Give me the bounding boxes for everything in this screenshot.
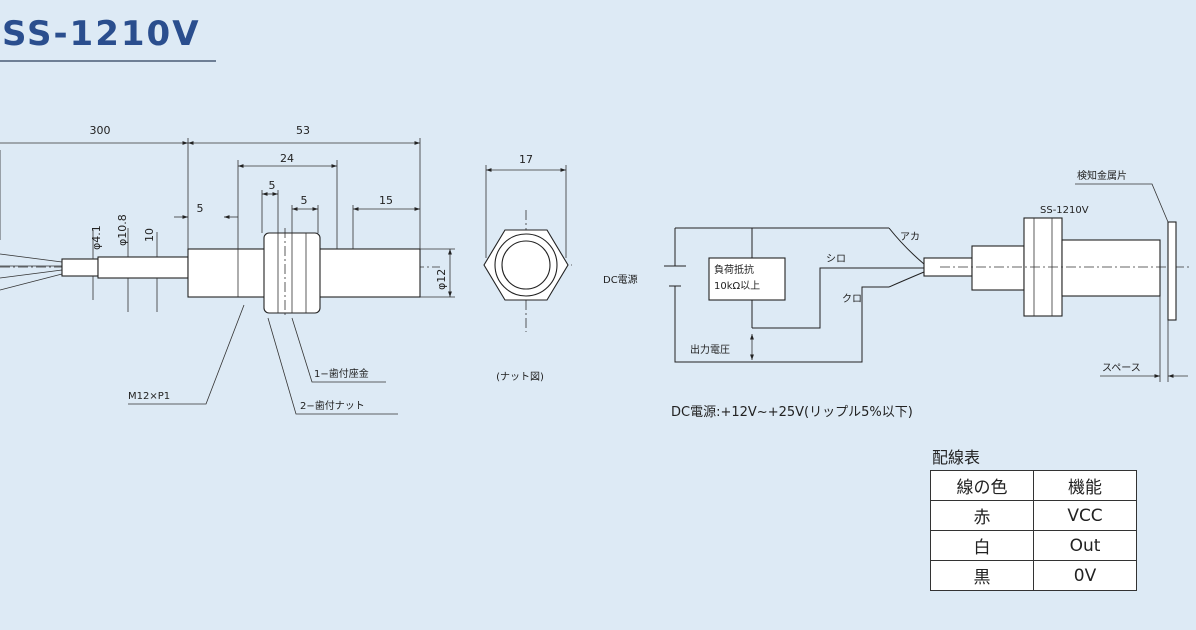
sensor-rear-body	[971, 245, 1025, 291]
leader-washer	[291, 317, 386, 383]
nut-caption: (ナット図)	[496, 371, 544, 383]
table-header-row: 線の色 機能	[930, 470, 1137, 501]
leader-metal-piece	[1075, 183, 1169, 223]
load-label-1: 負荷抵抗	[714, 263, 754, 276]
dim-neck-height: 10	[143, 228, 156, 242]
dim-cable-dia: φ4.1	[90, 225, 103, 250]
leader-thread	[128, 304, 245, 405]
cell-color: 赤	[930, 500, 1034, 531]
dim-nut-thickness-b: 5	[301, 194, 308, 207]
leader-nut	[267, 317, 398, 415]
wire-white-label: シロ	[826, 254, 846, 265]
cable	[61, 258, 99, 277]
cell-function: 0V	[1033, 560, 1137, 591]
dim-nut-thickness-a: 5	[269, 179, 276, 192]
space-label: スペース	[1102, 363, 1141, 374]
title-underline	[0, 60, 216, 62]
wire-black-label: クロ	[842, 293, 862, 305]
sensor-side-view: 300 53 24 5 5 5 15 φ4.1 φ10.8 10 φ12	[0, 124, 455, 415]
space-extension-lines	[1159, 296, 1169, 382]
header-wire-color: 線の色	[930, 470, 1034, 501]
cell-color: 黒	[930, 560, 1034, 591]
wiring-table-title: 配線表	[932, 448, 981, 467]
table-row: 黒 0V	[930, 560, 1137, 591]
sensor-head	[1061, 239, 1161, 297]
metal-piece	[1167, 221, 1177, 321]
nut-inner-circle	[501, 240, 551, 290]
cell-function: VCC	[1033, 500, 1137, 531]
label-washer: 1−歯付座金	[314, 367, 369, 380]
sensor-neck	[97, 256, 189, 279]
cell-function: Out	[1033, 530, 1137, 561]
page-title: SS-1210V	[2, 14, 201, 54]
dim-neck-dia: φ10.8	[116, 214, 129, 246]
nut-extension-lines	[485, 165, 567, 258]
load-resistor	[708, 257, 786, 301]
dim-total-length: 53	[296, 124, 310, 137]
dim-sensor-dia: φ12	[435, 269, 448, 290]
wiring-table-section: 配線表 線の色 機能 赤 VCC 白 Out 黒 0V	[930, 444, 1137, 591]
cell-color: 白	[930, 530, 1034, 561]
sensor-name-label: SS-1210V	[1040, 205, 1089, 216]
dim-cable-length: 300	[90, 124, 111, 137]
extension-lines	[0, 138, 421, 249]
dim-nut-width: 17	[519, 153, 533, 166]
table-row: 赤 VCC	[930, 500, 1137, 531]
wire-bundle	[888, 227, 925, 288]
wiring-circuit: DC電源 負荷抵抗 10kΩ以上 出力電圧 アカ シロ クロ SS-1210V …	[603, 169, 1190, 420]
table-row: 白 Out	[930, 530, 1137, 561]
dc-source-label: DC電源	[603, 273, 638, 286]
output-wire	[752, 267, 889, 329]
cable-wires	[0, 253, 63, 291]
dim-thread-length: 24	[280, 152, 294, 165]
wiring-table: 線の色 機能 赤 VCC 白 Out 黒 0V	[930, 470, 1137, 591]
circuit-outer-wire	[674, 227, 889, 363]
metal-piece-label: 検知金属片	[1077, 169, 1127, 182]
load-label-2: 10kΩ以上	[714, 280, 760, 292]
supply-note: DC電源:+12V~+25V(リップル5%以下)	[671, 405, 913, 420]
label-thread: M12×P1	[128, 391, 170, 402]
dim-sensor-tip: 15	[379, 194, 393, 207]
header-function: 機能	[1033, 470, 1137, 501]
label-nut: 2−歯付ナット	[300, 399, 365, 412]
nut-front-view: 17 (ナット図)	[483, 153, 572, 383]
dim-gap: 5	[197, 202, 204, 215]
output-voltage-label: 出力電圧	[690, 343, 730, 356]
wire-red-label: アカ	[900, 231, 920, 243]
